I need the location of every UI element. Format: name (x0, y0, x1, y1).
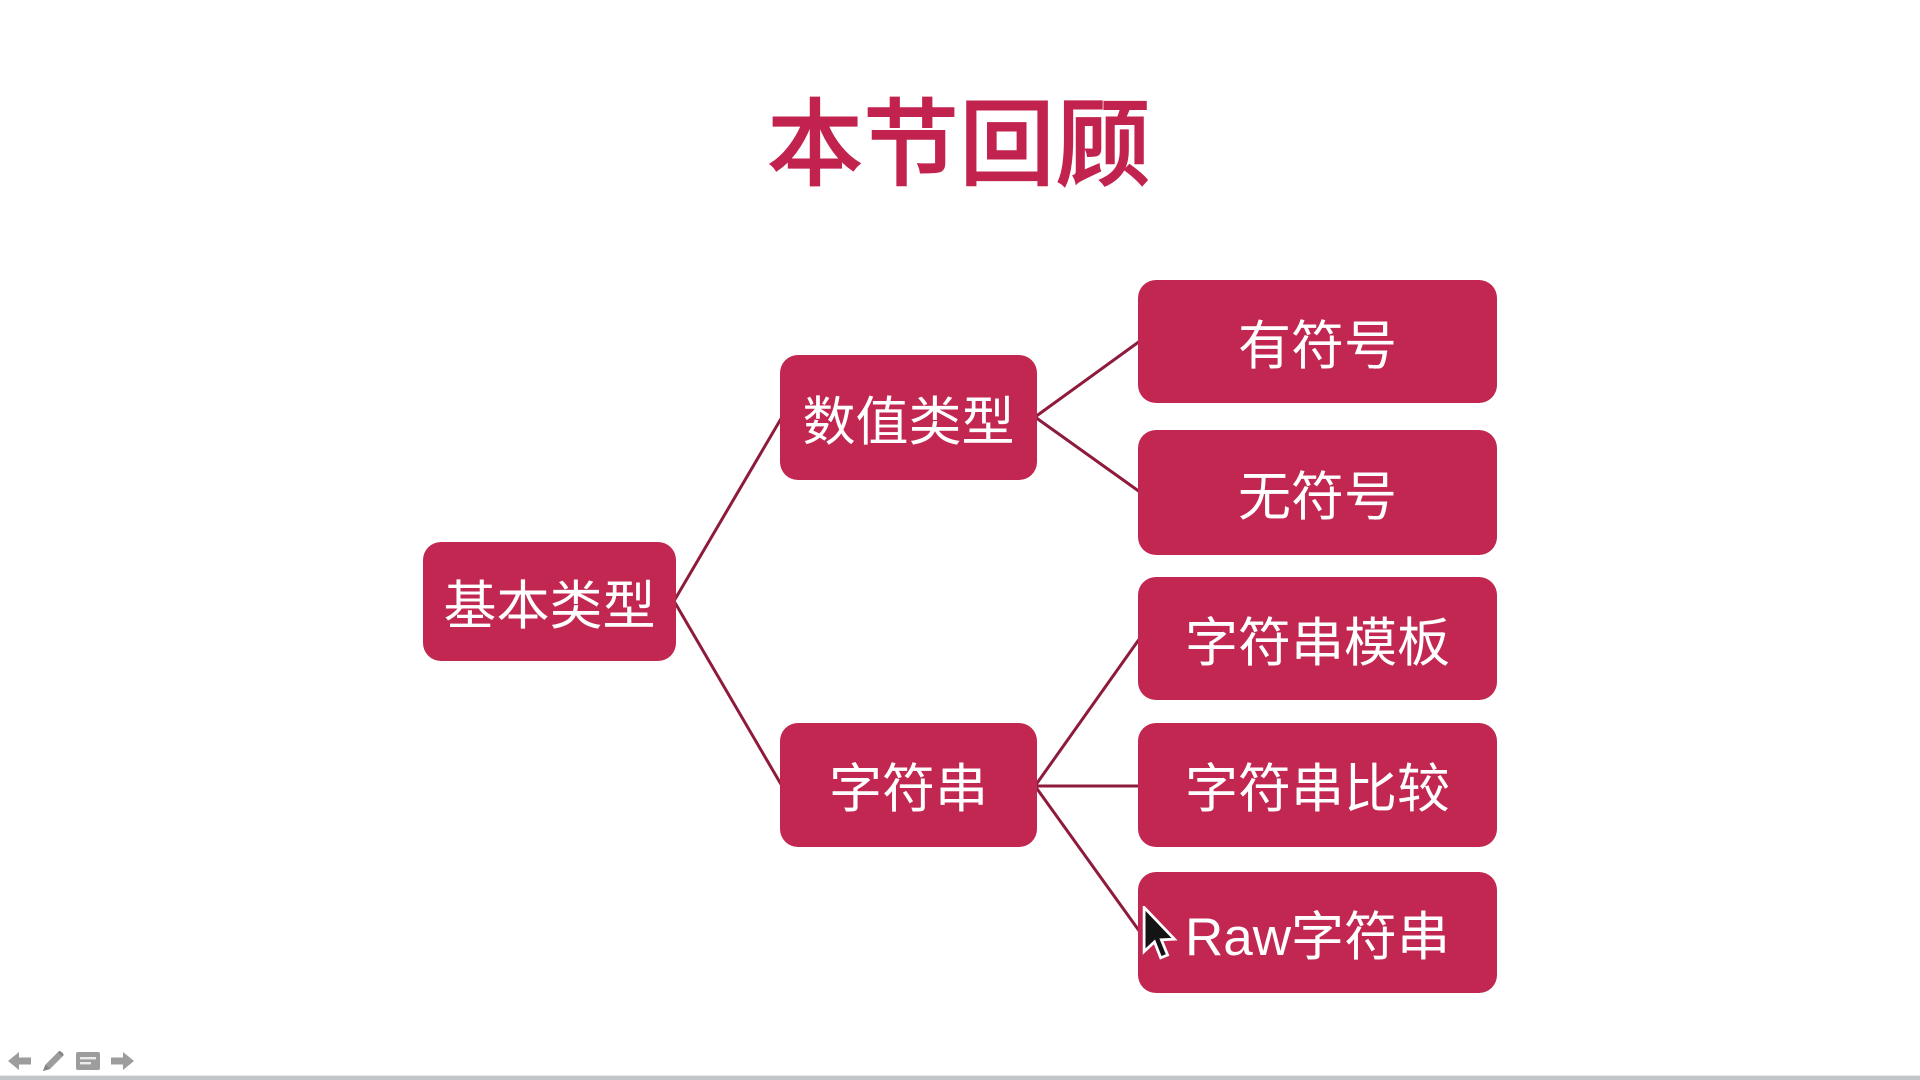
slideshow-toolbar (6, 1048, 136, 1074)
slide-title: 本节回顾 (767, 92, 1152, 197)
all-slides-button[interactable] (74, 1048, 102, 1074)
node-numeric-types: 数值类型 (780, 355, 1037, 480)
node-string-compare: 字符串比较 (1138, 723, 1497, 847)
next-slide-button[interactable] (108, 1048, 136, 1074)
pen-icon (43, 1051, 64, 1071)
node-raw-string: Raw字符串 (1138, 872, 1497, 993)
pen-button[interactable] (40, 1048, 68, 1074)
node-string: 字符串 (780, 723, 1037, 847)
next-slide-icon (111, 1052, 134, 1070)
node-basic-types: 基本类型 (423, 542, 676, 661)
previous-slide-icon (8, 1052, 31, 1070)
all-slides-icon (76, 1052, 100, 1070)
node-signed: 有符号 (1138, 280, 1497, 403)
node-unsigned: 无符号 (1138, 430, 1497, 555)
node-string-template: 字符串模板 (1138, 577, 1497, 700)
window-bottom-edge (0, 1075, 1920, 1080)
previous-slide-button[interactable] (6, 1048, 34, 1074)
